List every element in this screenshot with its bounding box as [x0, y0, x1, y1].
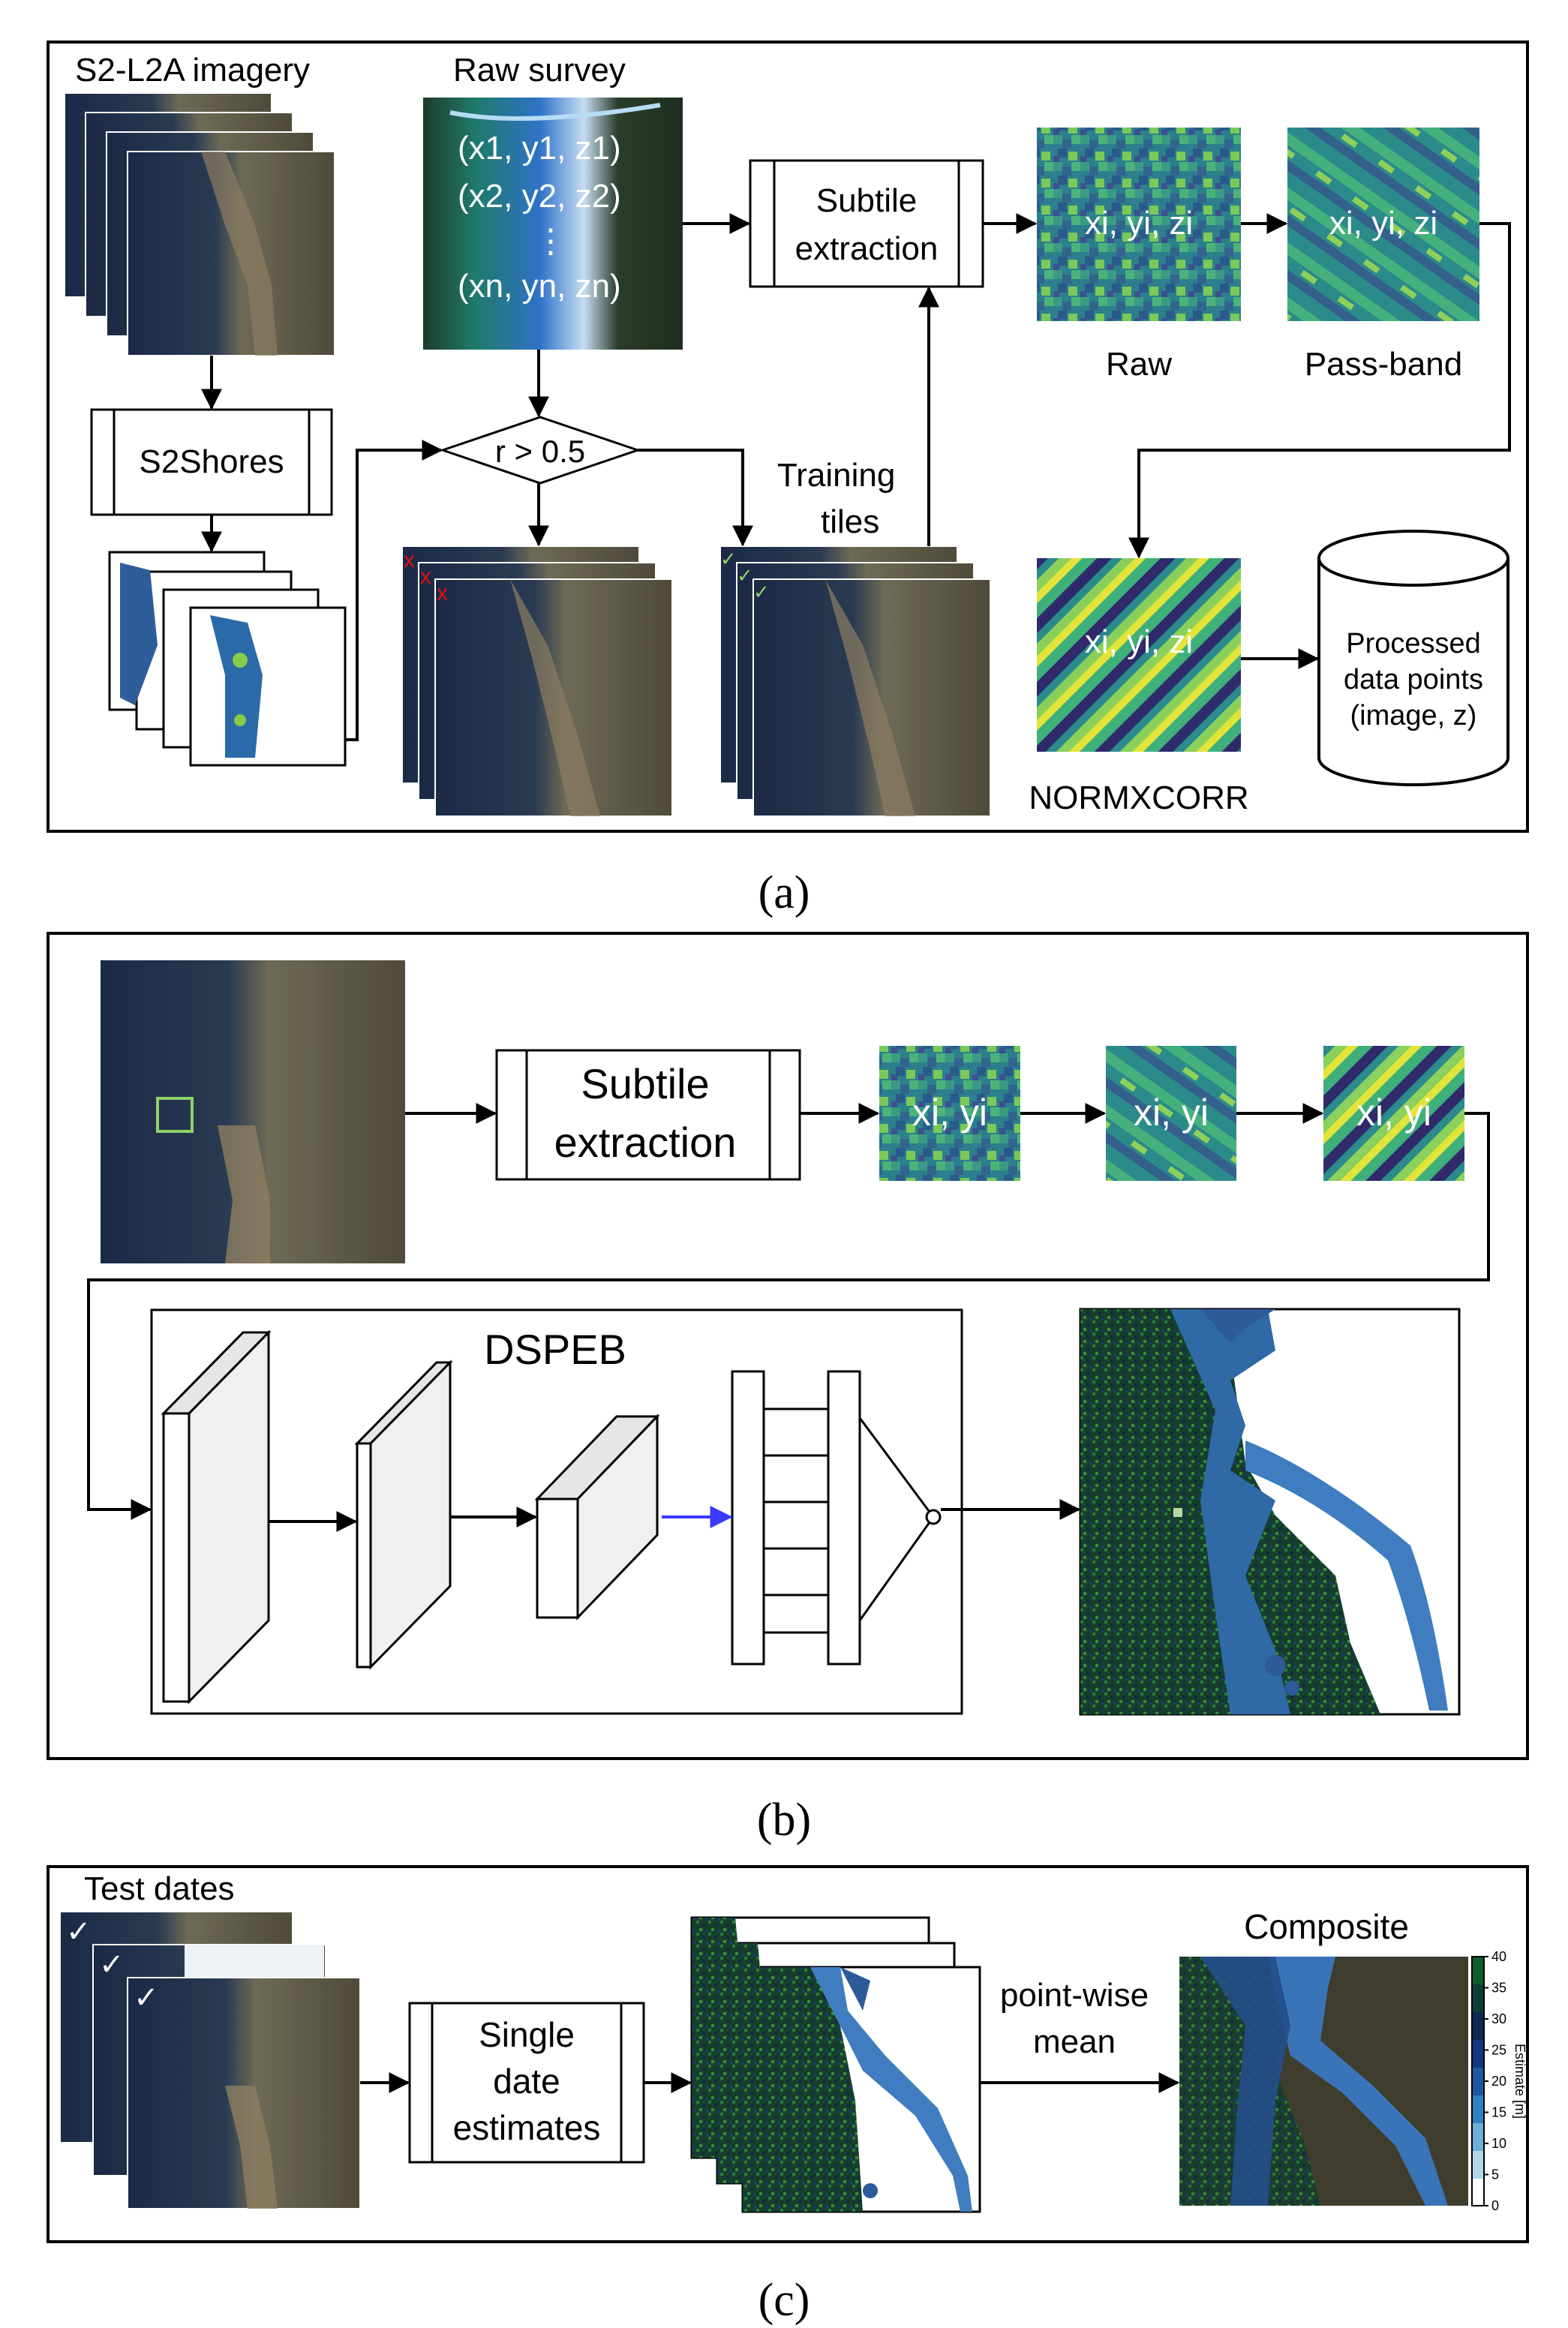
colorbar-tick-label: 10 — [1491, 2136, 1506, 2151]
threshold-decision: r > 0.5 — [439, 416, 641, 485]
panel-a-arrows — [201, 213, 1511, 741]
panel-b-frame — [47, 932, 1529, 1760]
check-mark-1: ✓ — [66, 1915, 92, 1948]
colorbar-title: Estimate [m] — [1512, 2044, 1527, 2119]
subtile-label-b-1: Subtile — [581, 1060, 709, 1107]
normxcorr-tile: xi, yi, zi — [1037, 558, 1241, 752]
input-satellite-image — [101, 960, 405, 1263]
subtile-extraction-box-b: Subtile extraction — [495, 1049, 801, 1181]
check-mark-3: ✓ — [134, 1981, 159, 2014]
single-date-estimates-box: Single date estimates — [408, 2002, 645, 2164]
raw-tile-text: xi, yi, zi — [1085, 205, 1193, 242]
output-node — [925, 1509, 942, 1525]
accept-mark-1: ✓ — [720, 548, 737, 570]
dspeb-label: DSPEB — [484, 1326, 626, 1373]
rejected-tiles-stack: x x x — [401, 545, 673, 817]
subtile-label-b-2: extraction — [554, 1119, 737, 1166]
mean-label-2: mean — [1033, 2023, 1116, 2060]
s2shores-output-stack — [108, 551, 347, 767]
survey-tuple-1: (x1, y1, z1) — [458, 130, 621, 167]
normxcorr-tile-text: xi, yi, zi — [1085, 623, 1193, 660]
raw-tile: xi, yi, zi — [1037, 128, 1241, 321]
colorbar-tick-label: 15 — [1491, 2105, 1506, 2120]
colorbar-tick-label: 0 — [1491, 2198, 1499, 2213]
raw-label: Raw — [1106, 346, 1172, 383]
db-label-1: Processed — [1346, 628, 1481, 659]
single-label-2: date — [493, 2062, 560, 2101]
survey-tuple-n: (xn, yn, zn) — [458, 268, 621, 305]
reject-mark-3: x — [437, 581, 448, 605]
accept-mark-2: ✓ — [737, 564, 753, 587]
panel-b-arrows — [87, 1103, 1490, 1532]
test-dates-stack: ✓ ✓ ✓ — [59, 1911, 361, 2209]
selected-subtile-marker — [156, 1097, 194, 1133]
passband-label: Pass-band — [1305, 346, 1462, 383]
passband-tile-text: xi, yi, zi — [1329, 205, 1437, 242]
survey-label: Raw survey — [453, 52, 626, 89]
check-mark-2: ✓ — [99, 1948, 125, 1981]
estimates-stack — [690, 1916, 981, 2213]
training-label-1: Training — [777, 457, 895, 494]
single-label-1: Single — [479, 2015, 575, 2054]
raw-survey-image: (x1, y1, z1) (x2, y2, z2) ⋮ (xn, yn, zn) — [423, 98, 683, 350]
survey-tuple-2: (x2, y2, z2) — [458, 178, 621, 215]
subtile-extraction-box-a: Subtile extraction — [749, 159, 984, 288]
colorbar-tick-label: 20 — [1491, 2074, 1506, 2089]
training-tiles-stack: ✓ ✓ ✓ — [719, 545, 991, 817]
processed-data-cylinder: Processed data points (image, z) — [1317, 530, 1509, 786]
subtile-label-a-1: Subtile — [816, 182, 918, 219]
colorbar-tick-label: 40 — [1491, 1949, 1506, 1964]
reject-mark-1: x — [404, 548, 415, 572]
tile-b-passband-text: xi, yi — [1134, 1092, 1209, 1134]
mean-label-1: point-wise — [1000, 1977, 1149, 2014]
colorbar-tick-label: 35 — [1491, 1981, 1506, 1996]
conv-layer-2 — [354, 1359, 453, 1670]
conv-layer-3 — [534, 1413, 660, 1621]
conv-layer-1 — [161, 1329, 272, 1705]
tile-b-raw: xi, yi — [879, 1046, 1020, 1181]
dspeb-network: DSPEB — [150, 1308, 963, 1715]
reject-mark-2: x — [420, 564, 431, 589]
single-label-3: estimates — [453, 2108, 601, 2147]
training-label-2: tiles — [821, 503, 879, 540]
accept-mark-3: ✓ — [753, 581, 770, 603]
db-label-2: data points — [1344, 664, 1483, 695]
dense-layers — [731, 1370, 942, 1666]
colorbar-tick-label: 25 — [1491, 2043, 1506, 2058]
db-label-3: (image, z) — [1350, 700, 1477, 731]
test-dates-label: Test dates — [84, 1870, 235, 1907]
caption-a: (a) — [758, 867, 810, 918]
panel-a-frame — [47, 41, 1529, 833]
imagery-stack — [64, 92, 335, 356]
threshold-label: r > 0.5 — [495, 434, 585, 469]
tile-b-normxcorr: xi, yi — [1323, 1046, 1464, 1181]
tile-b-passband: xi, yi — [1106, 1046, 1236, 1181]
subtile-label-a-2: extraction — [795, 230, 939, 267]
colorbar-tick-label: 30 — [1491, 2011, 1506, 2026]
bathymetry-estimate-map — [1079, 1308, 1461, 1716]
s2shores-box: S2Shores — [90, 408, 333, 516]
normxcorr-label: NORMXCORR — [1029, 780, 1248, 816]
colorbar-tick-label: 5 — [1491, 2167, 1499, 2182]
colorbar: 40 35 30 25 20 15 10 5 0 Estimate [m] — [1471, 1949, 1527, 2213]
caption-c: (c) — [758, 2275, 810, 2326]
composite-map — [1179, 1957, 1468, 2206]
s2shores-label: S2Shores — [139, 443, 284, 480]
tile-b-raw-text: xi, yi — [912, 1092, 987, 1134]
caption-b: (b) — [757, 1795, 811, 1846]
composite-label: Composite — [1244, 1907, 1409, 1946]
passband-tile: xi, yi, zi — [1287, 128, 1479, 321]
survey-ellipsis: ⋮ — [534, 223, 567, 260]
imagery-label: S2-L2A imagery — [75, 52, 310, 89]
panel-c-frame — [47, 1865, 1529, 2243]
tile-b-normxcorr-text: xi, yi — [1356, 1092, 1431, 1134]
colorbar-ticks: 40 35 30 25 20 15 10 5 0 — [1484, 1949, 1506, 2213]
